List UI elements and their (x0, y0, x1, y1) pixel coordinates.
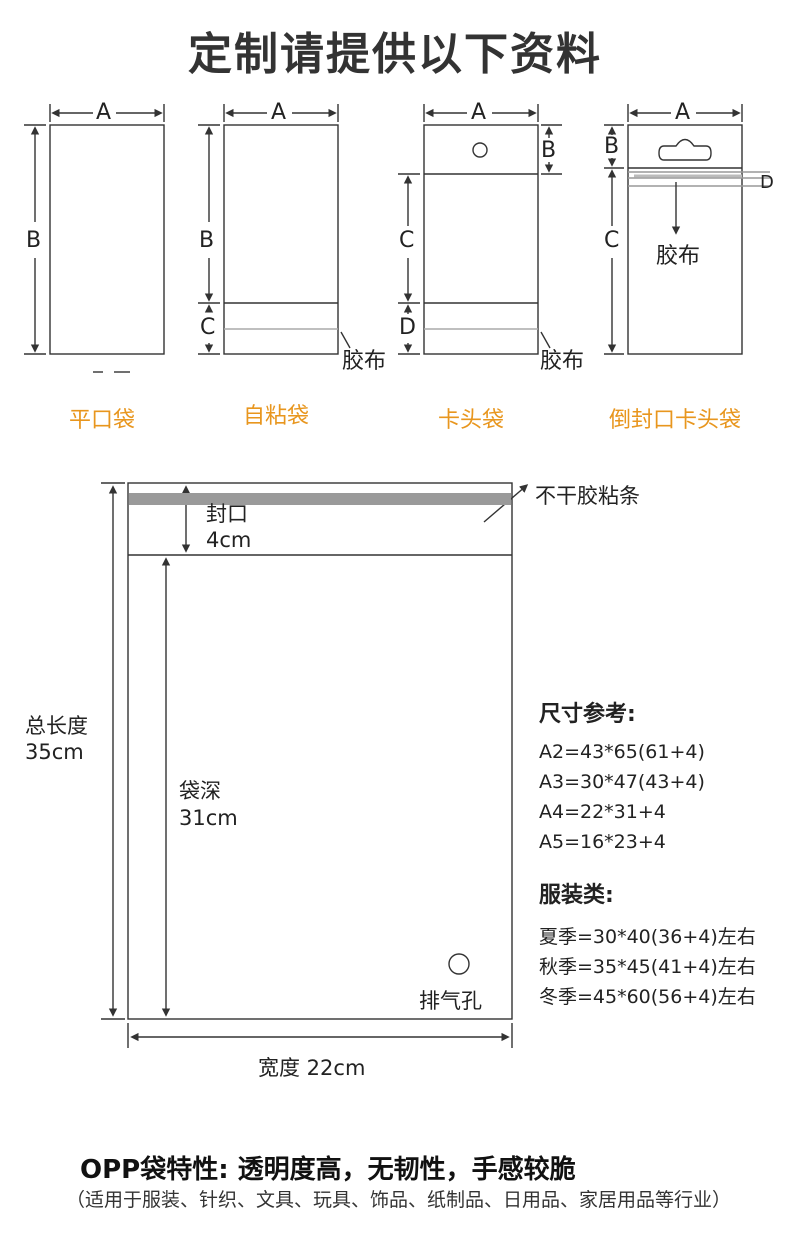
reverse-header-bag-label-c: C (604, 228, 620, 253)
seal-label: 封口 (206, 502, 248, 526)
header-bag-outline (423, 124, 539, 355)
adhesive-bag-outline (223, 124, 339, 355)
clothing-item: 冬季=45*60(56+4)左右 (539, 986, 756, 1008)
flat-bag-caption: 平口袋 (68, 408, 135, 433)
reverse-header-bag-label-d: D (760, 172, 774, 193)
header-bag-label-c: C (399, 228, 415, 253)
vent-label: 排气孔 (419, 989, 482, 1013)
size-reference-item: A3=30*47(43+4) (539, 771, 705, 793)
size-reference-item: A2=43*65(61+4) (539, 741, 705, 763)
adhesive-bag-caption: 自粘袋 (242, 404, 309, 429)
clothing-item: 夏季=30*40(36+4)左右 (539, 926, 756, 948)
footer-heading: OPP袋特性: 透明度高，无韧性，手感较脆 (80, 1155, 576, 1185)
flat-bag-label-b: B (26, 228, 42, 253)
adhesive-bag-tape-label: 胶布 (342, 349, 387, 374)
page-title: 定制请提供以下资料 (188, 29, 602, 80)
footer-note: （适用于服装、针织、文具、玩具、饰品、纸制品、日用品、家居用品等行业） (66, 1189, 732, 1211)
reverse-header-bag-tape-label: 胶布 (656, 244, 701, 269)
adhesive-bag-label-a: A (271, 100, 287, 125)
reverse-header-bag-caption: 倒封口卡头袋 (608, 408, 741, 433)
adhesive-strip-label: 不干胶粘条 (535, 484, 640, 508)
adhesive-strip (129, 493, 511, 505)
seal-value: 4cm (206, 528, 252, 552)
main-bag-outline (127, 482, 513, 1020)
size-reference-item: A4=22*31+4 (539, 801, 666, 823)
hang-hole-icon (472, 142, 488, 158)
header-bag-label-a: A (471, 100, 487, 125)
reverse-header-bag-outline (627, 124, 743, 355)
size-reference-item: A5=16*23+4 (539, 831, 666, 853)
width-label: 宽度 22cm (258, 1056, 366, 1080)
size-reference-heading: 尺寸参考: (539, 702, 636, 727)
flat-bag-outline (49, 124, 165, 355)
clothing-item: 秋季=35*45(41+4)左右 (539, 956, 756, 978)
reverse-header-bag-label-b: B (604, 134, 620, 159)
adhesive-bag-label-b: B (199, 228, 215, 253)
clothing-heading: 服装类: (539, 883, 614, 908)
total-length-label: 总长度 (25, 714, 88, 738)
header-bag-label-d: D (399, 315, 416, 340)
depth-value: 31cm (179, 806, 238, 830)
header-bag-tape-label: 胶布 (540, 349, 585, 374)
reverse-header-bag-label-a: A (675, 100, 691, 125)
vent-hole-icon (448, 953, 470, 975)
hang-slot-icon (658, 138, 712, 161)
flat-bag-label-a: A (96, 100, 112, 125)
header-bag-caption: 卡头袋 (437, 408, 504, 433)
adhesive-bag-label-c: C (200, 315, 216, 340)
depth-label: 袋深 (179, 779, 221, 803)
header-bag-label-b: B (541, 138, 557, 163)
total-length-value: 35cm (25, 740, 84, 764)
